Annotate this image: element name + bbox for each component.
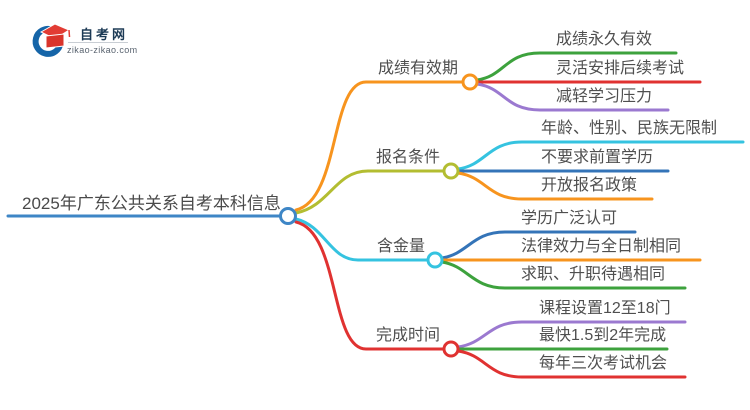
leaf-curve-1-1: [475, 51, 678, 82]
logo-title[interactable]: 自考网: [80, 27, 129, 42]
leaf-label-3-3[interactable]: 求职、升职待遇相同: [521, 266, 666, 283]
branch-node-circle-1[interactable]: [461, 73, 479, 91]
branch-label-1[interactable]: 成绩有效期: [378, 60, 459, 77]
logo-domain-text: zikao-zikao.com: [67, 45, 138, 55]
leaf-label-1-3[interactable]: 减轻学习压力: [556, 88, 653, 105]
leaf-label-1-2[interactable]: 灵活安排后续考试: [556, 60, 685, 77]
graduation-cap-icon: [32, 23, 71, 57]
leaf-curve-2-1: [456, 140, 745, 171]
logo-cap-tassel: [68, 29, 71, 38]
logo-cap-body: [45, 33, 65, 49]
branch-curve-1: [294, 80, 466, 212]
branch-node-circle-3[interactable]: [426, 251, 444, 269]
root-topic-label[interactable]: 2025年广东公共关系自考本科信息: [22, 194, 281, 213]
leaf-curve-4-3: [456, 349, 687, 379]
branch-label-2[interactable]: 报名条件: [376, 149, 441, 166]
leaf-label-4-1[interactable]: 课程设置12至18门: [539, 300, 671, 317]
leaf-label-2-3[interactable]: 开放报名政策: [541, 177, 638, 194]
leaf-label-3-2[interactable]: 法律效力与全日制相同: [521, 238, 682, 255]
leaf-curve-4-1: [456, 320, 687, 349]
leaf-label-4-2[interactable]: 最快1.5到2年完成: [539, 327, 667, 344]
branch-curve-2: [294, 169, 447, 215]
leaf-curve-3-3: [440, 260, 687, 290]
branch-curve-4: [294, 220, 447, 351]
leaf-label-2-1[interactable]: 年龄、性别、民族无限制: [541, 120, 718, 137]
branch-label-4[interactable]: 完成时间: [376, 327, 441, 344]
logo-divider: [68, 42, 128, 43]
branch-label-3[interactable]: 含金量: [377, 238, 426, 255]
logo-arc: [32, 25, 64, 57]
root-node-circle[interactable]: [279, 207, 297, 225]
leaf-curve-2-3: [456, 171, 654, 201]
branch-node-circle-2[interactable]: [442, 162, 460, 180]
branch-node-circle-4[interactable]: [442, 340, 460, 358]
leaf-label-4-3[interactable]: 每年三次考试机会: [539, 355, 668, 372]
leaf-curve-1-3: [475, 82, 670, 112]
site-logo[interactable]: 自考网 zikao-zikao.com: [28, 12, 148, 60]
branch-curve-3: [294, 217, 431, 262]
leaf-curve-3-1: [440, 230, 637, 260]
leaf-label-3-1[interactable]: 学历广泛认可: [521, 210, 618, 227]
leaf-label-2-2[interactable]: 不要求前置学历: [541, 149, 654, 166]
leaf-label-1-1[interactable]: 成绩永久有效: [556, 31, 653, 48]
